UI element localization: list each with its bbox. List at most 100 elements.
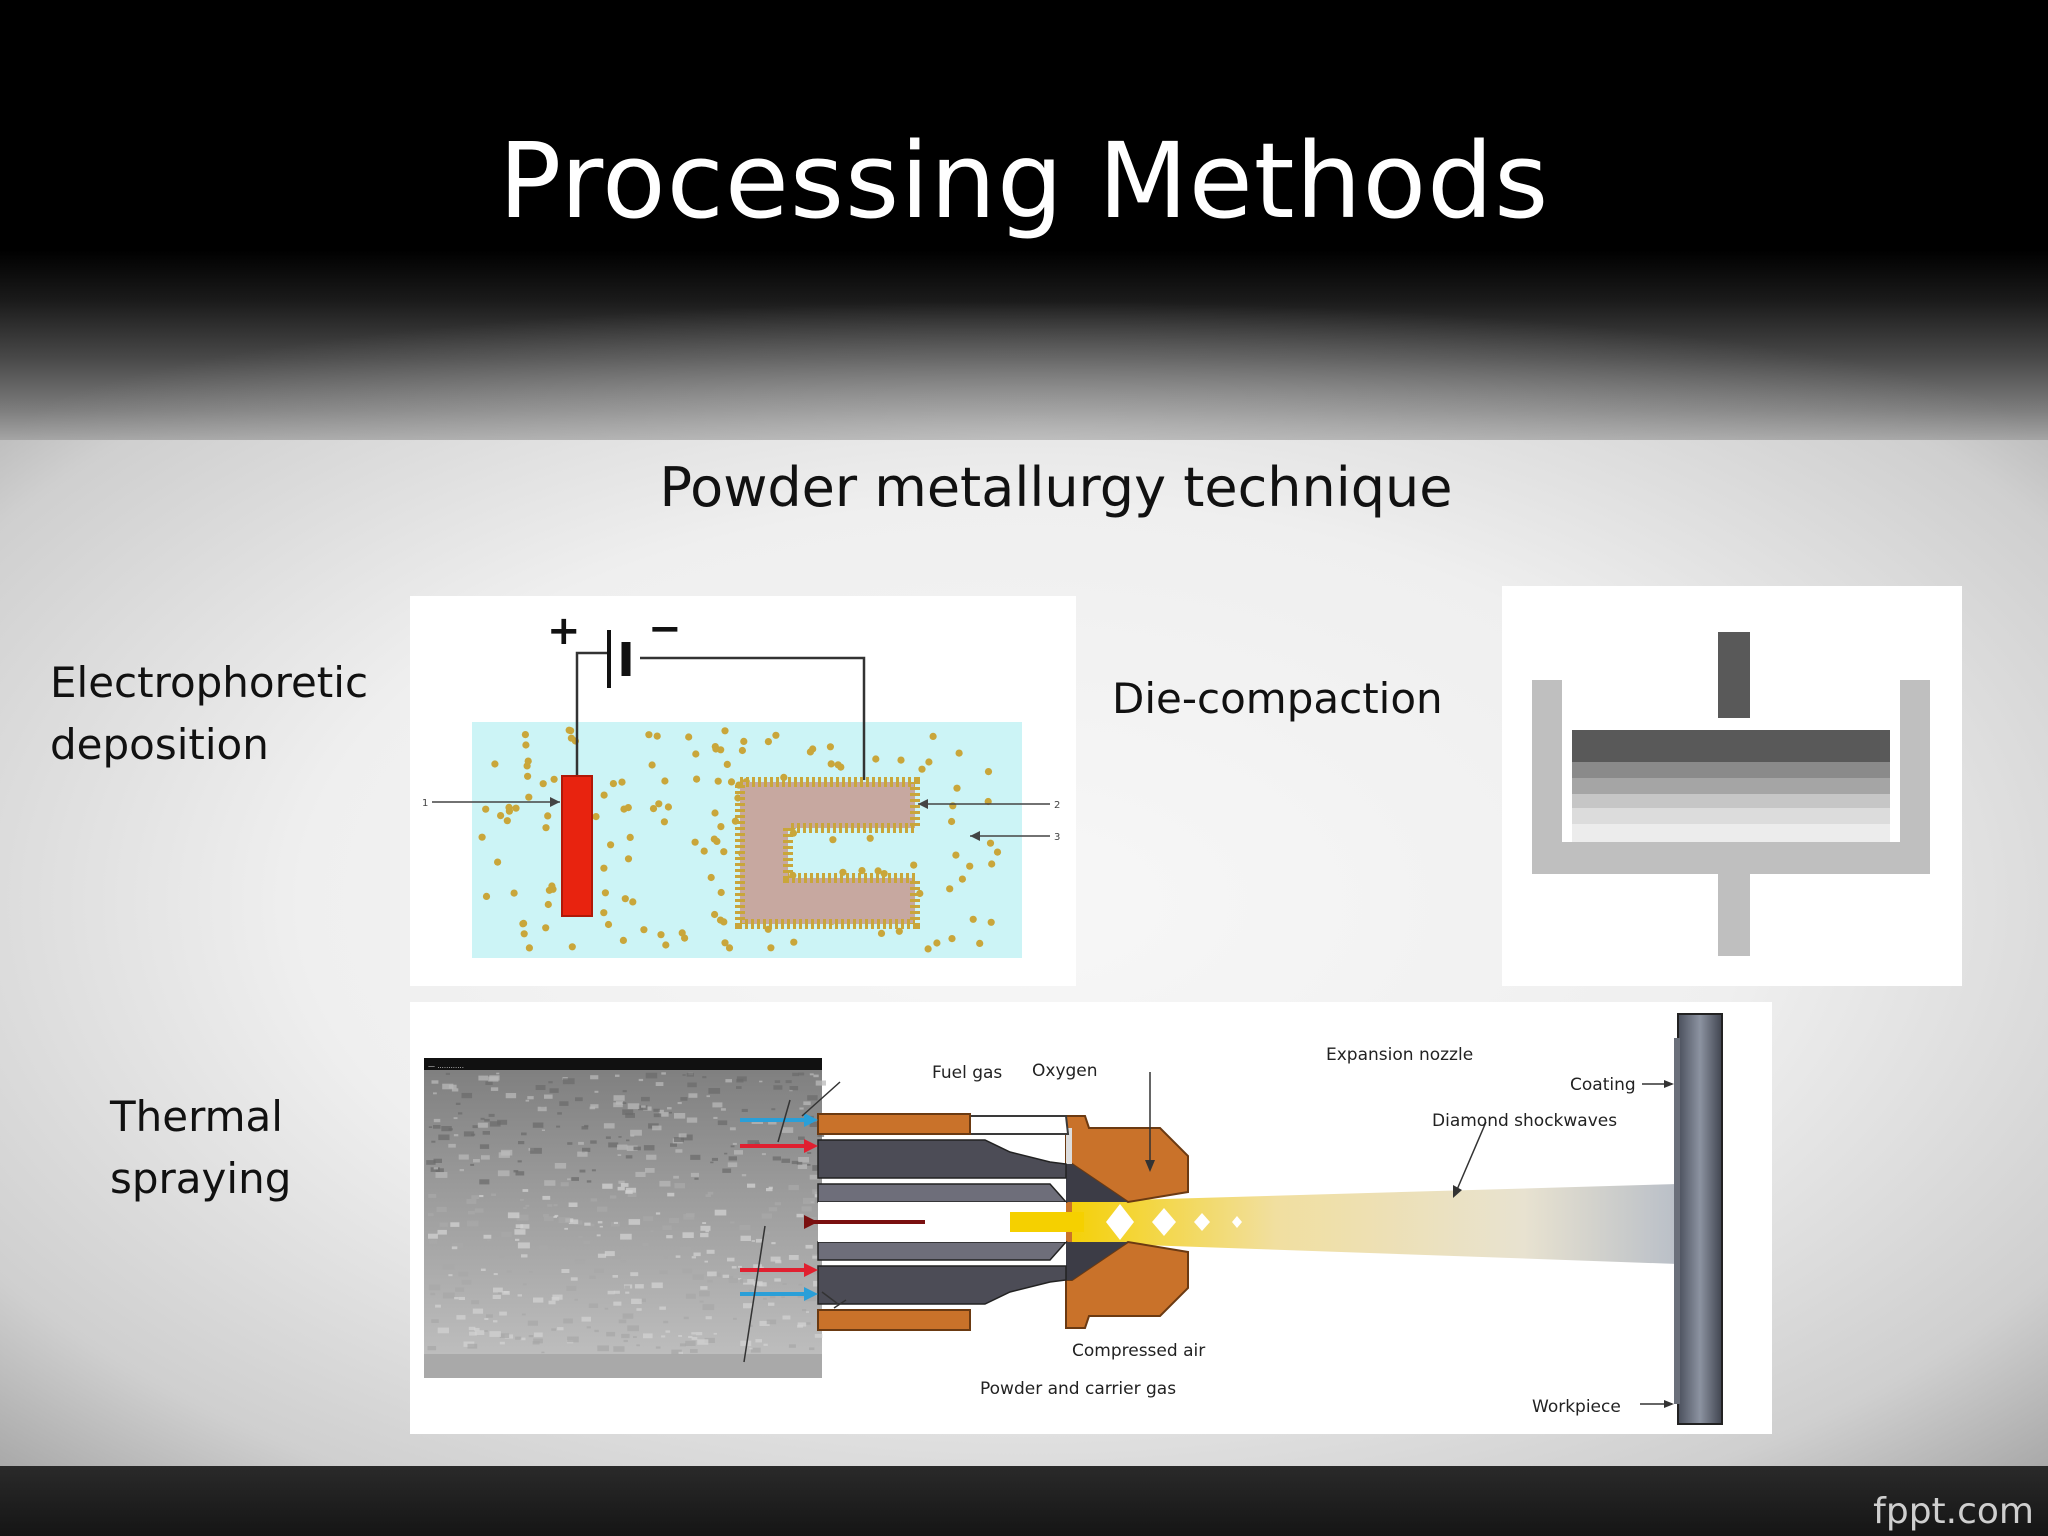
footer-brand: fppt.com bbox=[1873, 1491, 2034, 1532]
micrograph-grain bbox=[747, 1183, 756, 1188]
particle bbox=[727, 778, 736, 786]
micrograph-grain bbox=[625, 1113, 635, 1118]
micrograph-grain bbox=[747, 1140, 759, 1146]
micrograph-grain bbox=[683, 1316, 689, 1320]
micrograph-grain bbox=[604, 1307, 609, 1310]
micrograph-grain bbox=[736, 1076, 747, 1082]
spacer-b bbox=[1066, 1152, 1072, 1168]
particle bbox=[640, 926, 648, 934]
micrograph-grain bbox=[493, 1320, 498, 1323]
micrograph-grain bbox=[532, 1122, 544, 1128]
micrograph-grain bbox=[613, 1301, 622, 1306]
shockwave-diamond-2 bbox=[1152, 1208, 1176, 1236]
gun-outer-upper bbox=[817, 1113, 971, 1135]
micrograph-grain bbox=[426, 1160, 436, 1165]
label-die-compaction: Die-compaction bbox=[1112, 674, 1443, 723]
micrograph-grain bbox=[690, 1349, 698, 1353]
particle bbox=[993, 848, 1002, 856]
micrograph-grain bbox=[597, 1345, 609, 1352]
micrograph-grain bbox=[458, 1271, 469, 1277]
anode-electrode bbox=[561, 775, 593, 917]
gun-inner-lower bbox=[817, 1241, 1068, 1261]
micrograph-grain bbox=[655, 1212, 661, 1215]
micrograph-grain bbox=[517, 1242, 530, 1249]
particle bbox=[716, 916, 725, 924]
particle bbox=[519, 920, 527, 928]
particle bbox=[826, 743, 834, 751]
micrograph-grain bbox=[792, 1072, 799, 1077]
micrograph-grain bbox=[803, 1101, 811, 1106]
micrograph-grain bbox=[688, 1335, 693, 1339]
micrograph-grain bbox=[584, 1124, 589, 1128]
particle bbox=[772, 731, 780, 739]
particle bbox=[767, 944, 775, 952]
footer-band bbox=[0, 1466, 2048, 1536]
particle bbox=[600, 909, 608, 917]
micrograph-grain bbox=[797, 1164, 808, 1169]
micrograph-grain bbox=[791, 1160, 799, 1165]
particle bbox=[664, 803, 672, 811]
micrograph-grain bbox=[686, 1072, 694, 1077]
micrograph-grain bbox=[574, 1298, 578, 1301]
micrograph-grain bbox=[758, 1266, 764, 1270]
particle bbox=[866, 834, 874, 842]
label-coating: Coating bbox=[1570, 1075, 1636, 1095]
micrograph-grain bbox=[693, 1252, 701, 1257]
micrograph-grain bbox=[725, 1079, 732, 1083]
micrograph-grain bbox=[628, 1219, 641, 1225]
label-workpiece: Workpiece bbox=[1532, 1397, 1621, 1417]
micrograph-grain bbox=[617, 1144, 628, 1150]
micrograph-grain bbox=[553, 1216, 557, 1218]
micrograph-grain bbox=[521, 1313, 526, 1316]
micrograph-grain bbox=[627, 1325, 639, 1332]
micrograph-grain bbox=[699, 1291, 710, 1297]
micrograph-grain bbox=[661, 1072, 666, 1075]
micrograph-grain bbox=[686, 1117, 698, 1123]
workpiece bbox=[1677, 1013, 1723, 1425]
particle bbox=[711, 809, 719, 817]
micrograph-grain bbox=[499, 1333, 510, 1338]
micrograph-grain bbox=[575, 1097, 583, 1102]
micrograph-grain bbox=[514, 1229, 526, 1235]
thermal-spraying-diagram: — ............ bbox=[424, 1013, 1723, 1425]
micrograph-grain bbox=[525, 1204, 530, 1207]
micrograph-grain bbox=[474, 1208, 484, 1213]
micrograph-grain bbox=[625, 1291, 630, 1294]
micrograph-grain bbox=[523, 1207, 527, 1209]
micrograph-grain bbox=[771, 1108, 776, 1111]
micrograph-grain bbox=[441, 1126, 452, 1132]
powder-layer-4 bbox=[1572, 808, 1890, 824]
micrograph-grain bbox=[630, 1272, 639, 1277]
micrograph-grain bbox=[559, 1101, 569, 1106]
micrograph-grain bbox=[741, 1174, 747, 1177]
header-sheen bbox=[0, 300, 2048, 440]
leader-workpiece-head bbox=[1664, 1400, 1674, 1408]
micrograph-grain bbox=[501, 1151, 511, 1156]
micrograph-grain bbox=[781, 1127, 794, 1133]
fuel-arrow-upper-head bbox=[804, 1139, 818, 1153]
micrograph-grain bbox=[527, 1096, 534, 1100]
micrograph-grain bbox=[704, 1260, 708, 1263]
micrograph-grain bbox=[814, 1334, 823, 1338]
micrograph-grain bbox=[493, 1273, 498, 1276]
micrograph-grain bbox=[428, 1126, 433, 1128]
micrograph-grain bbox=[463, 1131, 475, 1137]
micrograph-grain bbox=[537, 1106, 547, 1112]
micrograph-grain bbox=[626, 1139, 630, 1142]
particle bbox=[721, 939, 729, 947]
micrograph-grain bbox=[506, 1270, 512, 1273]
micrograph-grain bbox=[707, 1279, 713, 1283]
gun-barrel-lower bbox=[817, 1265, 1067, 1305]
micrograph-grain bbox=[618, 1136, 622, 1138]
micrograph-grain bbox=[704, 1337, 715, 1343]
micrograph-grain bbox=[761, 1213, 772, 1219]
micrograph-grain bbox=[561, 1269, 570, 1273]
micrograph-grain bbox=[597, 1206, 608, 1212]
micrograph-grain bbox=[751, 1240, 755, 1242]
micrograph-grain bbox=[700, 1286, 708, 1290]
micrograph-grain bbox=[617, 1186, 625, 1191]
micrograph-grain bbox=[817, 1133, 825, 1137]
micrograph-grain bbox=[539, 1245, 548, 1250]
micrograph-grain bbox=[563, 1318, 573, 1324]
micrograph-grain bbox=[646, 1154, 657, 1160]
